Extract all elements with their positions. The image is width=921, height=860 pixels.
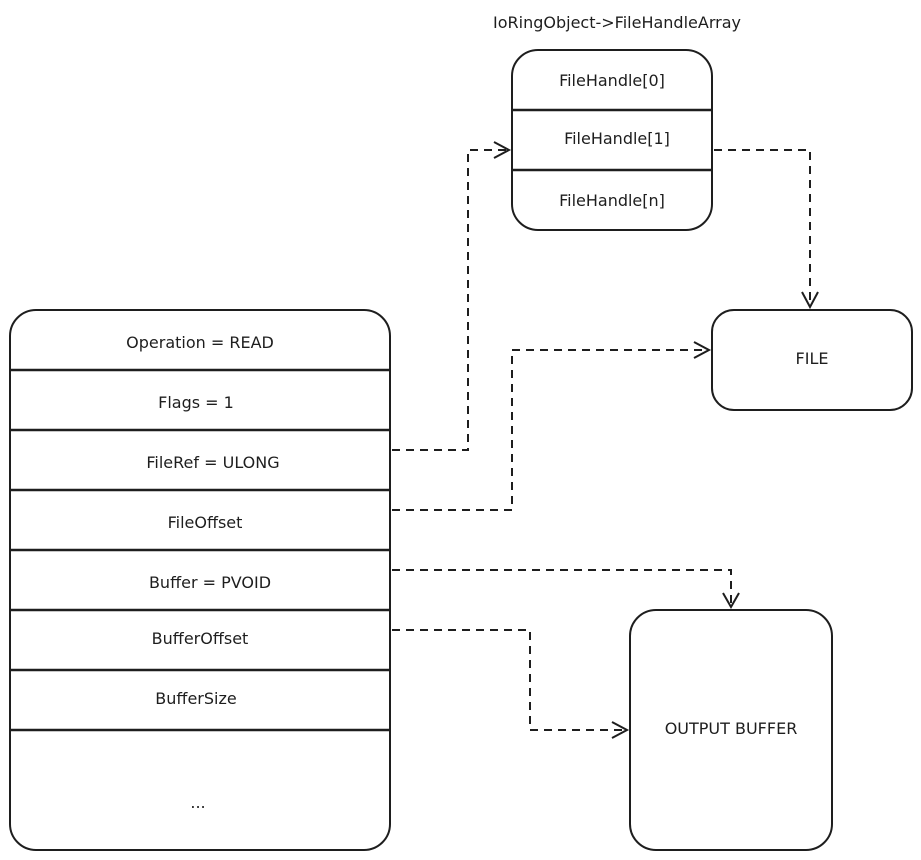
field-ellipsis: ...	[190, 793, 205, 812]
file-handle-array-title: IoRingObject->FileHandleArray	[493, 13, 741, 32]
file-handle-1: FileHandle[1]	[564, 129, 670, 148]
file-handle-n: FileHandle[n]	[559, 191, 665, 210]
sqe-struct-outline	[9, 309, 391, 851]
file-handle-array-outline	[511, 49, 713, 231]
fileoffset-to-file-connector	[392, 349, 708, 511]
fileref-to-handle-connector	[392, 149, 508, 451]
field-buffer-size: BufferSize	[155, 689, 236, 708]
output-buffer-outline	[629, 609, 833, 851]
bufferoffset-to-output-connector	[392, 629, 626, 731]
file-handle-0: FileHandle[0]	[559, 71, 665, 90]
buffer-to-output-connector	[392, 569, 732, 606]
output-buffer: OUTPUT BUFFER	[629, 609, 833, 851]
handle-to-file-arrowhead	[801, 291, 819, 310]
buffer-arrowhead	[722, 592, 740, 610]
field-file-offset: FileOffset	[168, 513, 243, 532]
bufferoffset-arrowhead	[611, 721, 630, 739]
field-file-ref: FileRef = ULONG	[146, 453, 279, 472]
field-buffer-offset: BufferOffset	[152, 629, 249, 648]
field-buffer: Buffer = PVOID	[149, 573, 271, 592]
fileref-arrowhead	[493, 141, 512, 159]
handle-to-file-connector	[714, 149, 811, 306]
file-box-outline	[711, 309, 913, 411]
field-operation: Operation = READ	[126, 333, 274, 352]
output-buffer-label: OUTPUT BUFFER	[665, 719, 798, 738]
file-object: FILE	[711, 309, 913, 411]
file-handle-array: FileHandle[0] FileHandle[1] FileHandle[n…	[511, 49, 713, 231]
file-box-label: FILE	[796, 349, 829, 368]
sqe-struct: Operation = READ Flags = 1 FileRef = ULO…	[9, 309, 391, 851]
fileoffset-arrowhead	[693, 341, 712, 359]
field-flags: Flags = 1	[158, 393, 234, 412]
